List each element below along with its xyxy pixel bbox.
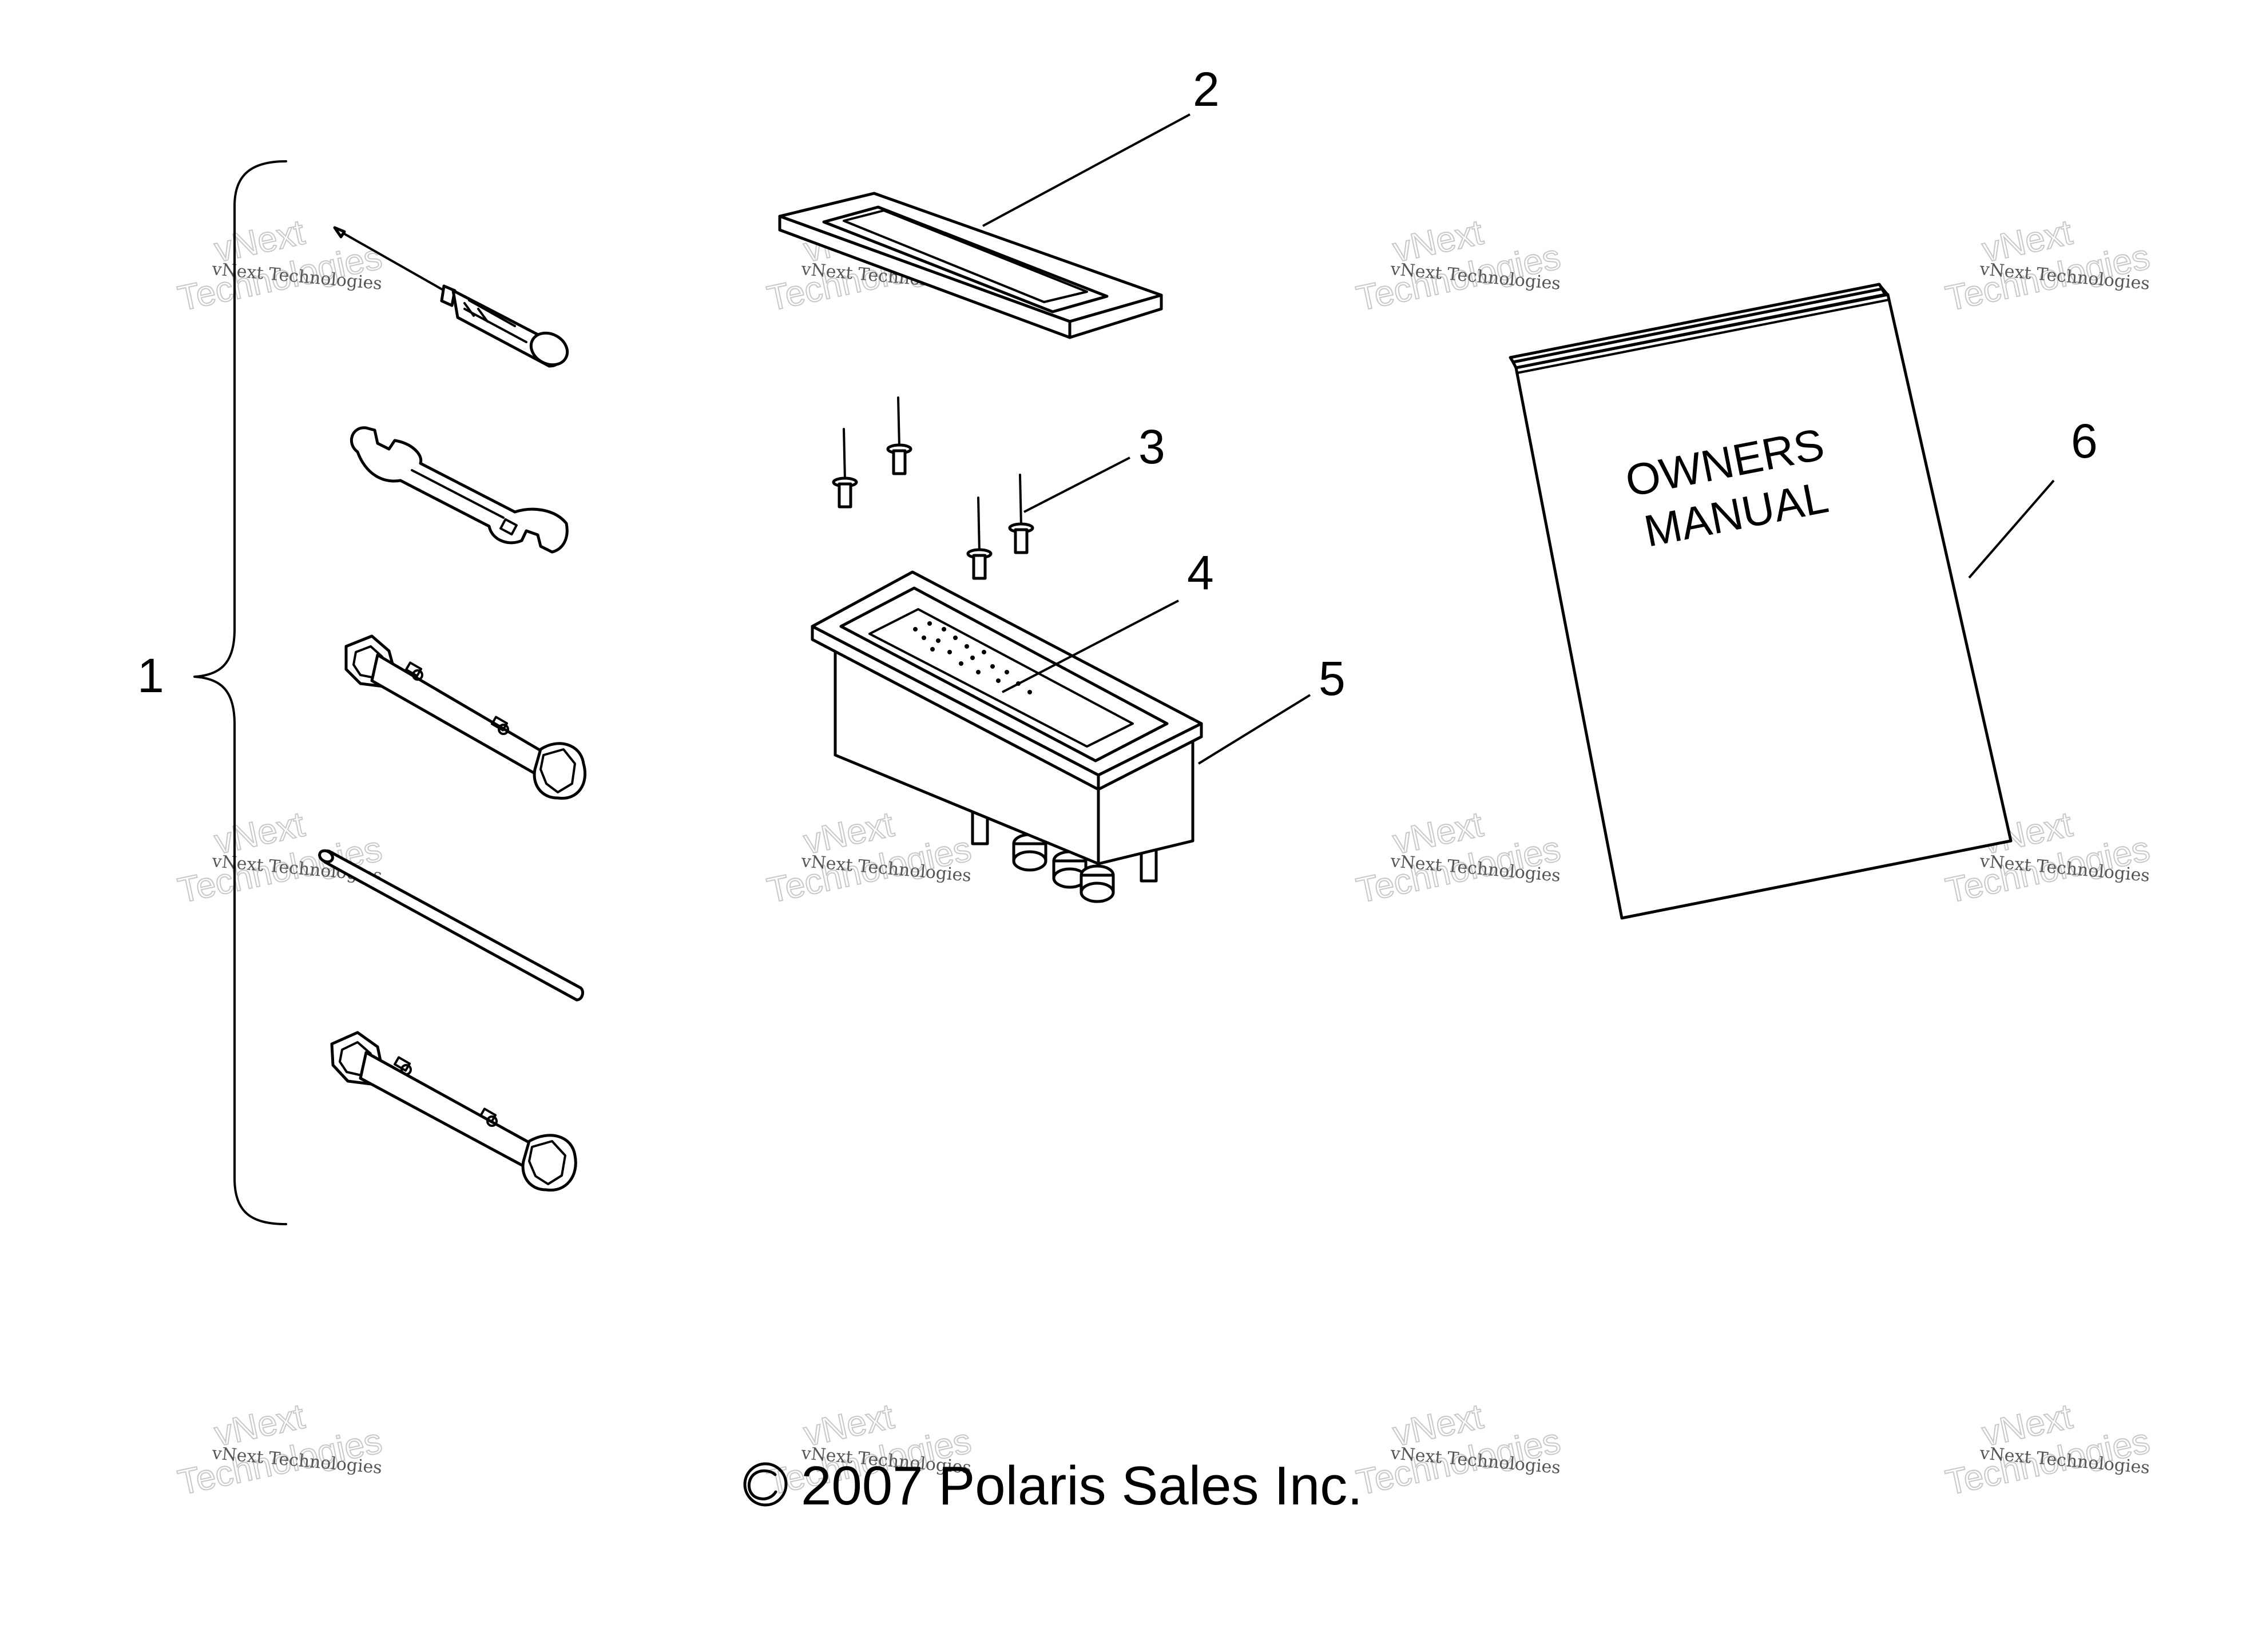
callout-2: 2 (1193, 62, 1220, 116)
watermark-top-right-center: vNext Technologies (1352, 212, 1564, 320)
callout-5: 5 (1319, 652, 1346, 705)
leader-line-2 (982, 113, 1190, 227)
rivet-icon (832, 428, 858, 509)
socket-wrench-icon (330, 1031, 577, 1192)
rivet-icon (886, 396, 912, 475)
rivet-icon (1008, 474, 1034, 554)
screwdriver-icon (333, 226, 569, 368)
leader-line-5 (1197, 694, 1311, 765)
open-end-wrench-icon (350, 426, 569, 554)
watermark-bottom-right: vNext Technologies (1942, 1396, 2153, 1504)
leader-line-4 (1002, 599, 1179, 693)
callout-6: 6 (2071, 414, 2098, 468)
storage-lid-icon (778, 192, 1163, 339)
watermark-mid-right-center: vNext Technologies (1352, 804, 1564, 912)
rivet-icon (966, 497, 993, 580)
curly-brace (193, 160, 287, 1225)
copyright-notice: 2007 Polaris Sales Inc. (743, 1455, 1363, 1516)
callout-1: 1 (137, 649, 164, 702)
tool-kit-group (193, 160, 587, 1225)
callout-3: 3 (1138, 420, 1165, 474)
leader-line-6 (1968, 479, 2055, 579)
watermark-bottom-left: vNext Technologies (174, 1396, 386, 1504)
watermark-mid-center: vNext Technologies (763, 804, 975, 912)
tommy-bar-icon (318, 849, 584, 1002)
watermark-bottom-right-center: vNext Technologies (1352, 1396, 1564, 1504)
socket-wrench-icon (344, 634, 587, 800)
watermark-top-right: vNext Technologies (1942, 212, 2153, 320)
watermark-mid-left: vNext Technologies (174, 804, 386, 912)
box-floor-texture (913, 621, 1032, 694)
storage-box-icon (811, 570, 1203, 903)
copyright-text: 2007 Polaris Sales Inc. (801, 1455, 1363, 1516)
copyright-symbol-icon (743, 1462, 788, 1507)
owners-manual-icon: OWNERS MANUAL (1509, 283, 2013, 920)
watermark-top-left: vNext Technologies (174, 212, 386, 320)
callout-4: 4 (1187, 546, 1214, 599)
leader-line-3 (1023, 456, 1130, 513)
